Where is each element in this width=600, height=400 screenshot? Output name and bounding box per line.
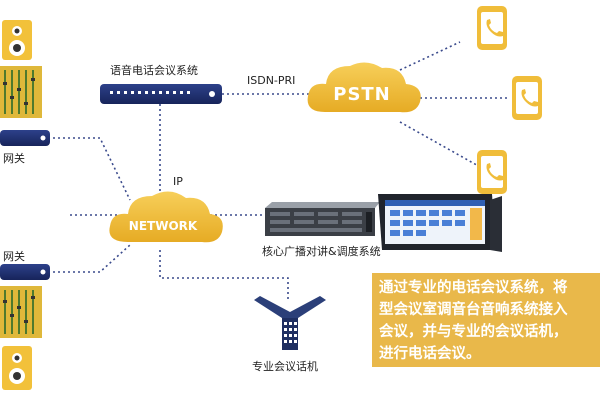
ip-label: IP [173, 175, 183, 188]
conference-phone-icon [254, 296, 326, 350]
conference-system-label: 语音电话会议系统 [110, 64, 198, 77]
description-line: 通过专业的电话会议系统，将 [379, 280, 568, 296]
network-label: NETWORK [129, 219, 198, 233]
mixer-icon [0, 286, 42, 338]
pstn-label: PSTN [333, 84, 391, 105]
gateway-top-label: 网关 [3, 152, 25, 165]
conference-system-device [100, 84, 222, 104]
line-gateway-top-to-network [48, 137, 131, 201]
mobile-phone-icon [477, 150, 507, 194]
broadcast-system-label: 核心广播对讲&调度系统 [262, 245, 381, 258]
line-pstn-to-phone-3 [399, 121, 483, 169]
mobile-phone-icon [512, 76, 542, 120]
server-icon [265, 202, 380, 236]
line-gateway-bottom-to-network [48, 244, 131, 273]
speaker-icon [2, 346, 32, 390]
description-line: 型会议室调音台音响系统接入 [379, 302, 568, 318]
speaker-icon [2, 20, 32, 60]
line-network-to-phone [159, 250, 289, 300]
gateway-top-device [0, 130, 50, 146]
line-pstn-to-phone-1 [399, 41, 461, 71]
mobile-phone-icon [477, 6, 507, 50]
monitor-icon [378, 194, 502, 252]
conference-phone-label: 专业会议话机 [252, 360, 318, 373]
network-cloud-icon: NETWORK [109, 191, 223, 243]
description-line: 进行电话会议。 [379, 346, 481, 362]
gateway-bottom-device [0, 264, 50, 280]
pstn-cloud-icon: PSTN [307, 62, 421, 113]
gateway-bottom-label: 网关 [3, 250, 25, 263]
mixer-icon [0, 66, 42, 118]
description-box: 通过专业的电话会议系统，将 型会议室调音台音响系统接入 会议，并与专业的会议话机… [372, 273, 600, 367]
description-line: 会议，并与专业的会议话机， [379, 324, 568, 340]
isdn-label: ISDN-PRI [247, 74, 296, 87]
